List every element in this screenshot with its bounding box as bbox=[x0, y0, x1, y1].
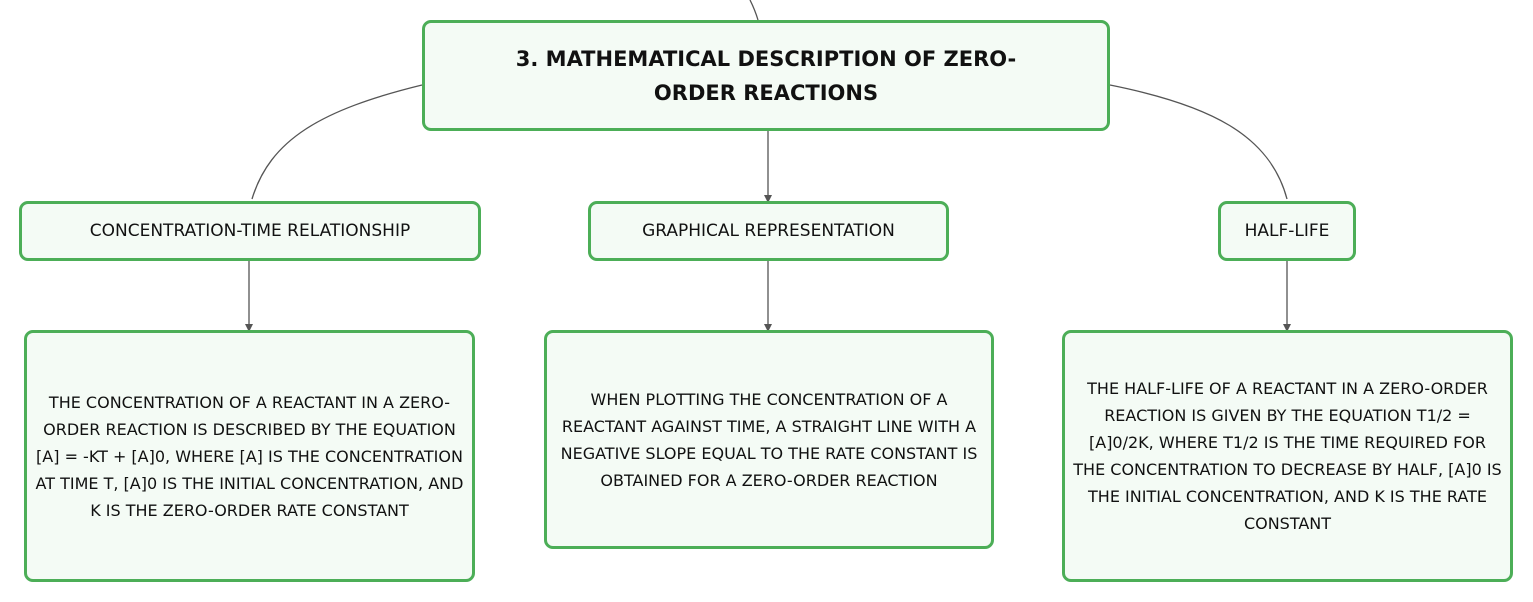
detail-graphical-representation[interactable]: When plotting the concentration of a rea… bbox=[544, 330, 994, 549]
topic-concentration-time-relationship[interactable]: Concentration-Time Relationship bbox=[19, 201, 481, 261]
detail-text: The half-life of a reactant in a zero-or… bbox=[1073, 379, 1502, 533]
topic-label: Half-life bbox=[1244, 221, 1330, 241]
detail-text: The concentration of a reactant in a zer… bbox=[35, 392, 464, 520]
topic-label: Concentration-Time Relationship bbox=[89, 221, 411, 241]
connector-root-to-concentration-time bbox=[251, 84, 423, 200]
detail-half-life[interactable]: The half-life of a reactant in a zero-or… bbox=[1062, 330, 1513, 582]
connector-parent-to-root bbox=[749, 0, 759, 21]
root-node[interactable]: 3. Mathematical Description of Zero-Orde… bbox=[422, 20, 1110, 131]
topic-half-life[interactable]: Half-life bbox=[1218, 201, 1356, 261]
root-title: 3. Mathematical Description of Zero-Orde… bbox=[515, 46, 1017, 105]
topic-graphical-representation[interactable]: Graphical Representation bbox=[588, 201, 949, 261]
detail-text: When plotting the concentration of a rea… bbox=[560, 389, 978, 490]
detail-concentration-time-relationship[interactable]: The concentration of a reactant in a zer… bbox=[24, 330, 475, 582]
connector-root-to-half-life bbox=[1109, 84, 1288, 200]
topic-label: Graphical Representation bbox=[642, 221, 895, 241]
